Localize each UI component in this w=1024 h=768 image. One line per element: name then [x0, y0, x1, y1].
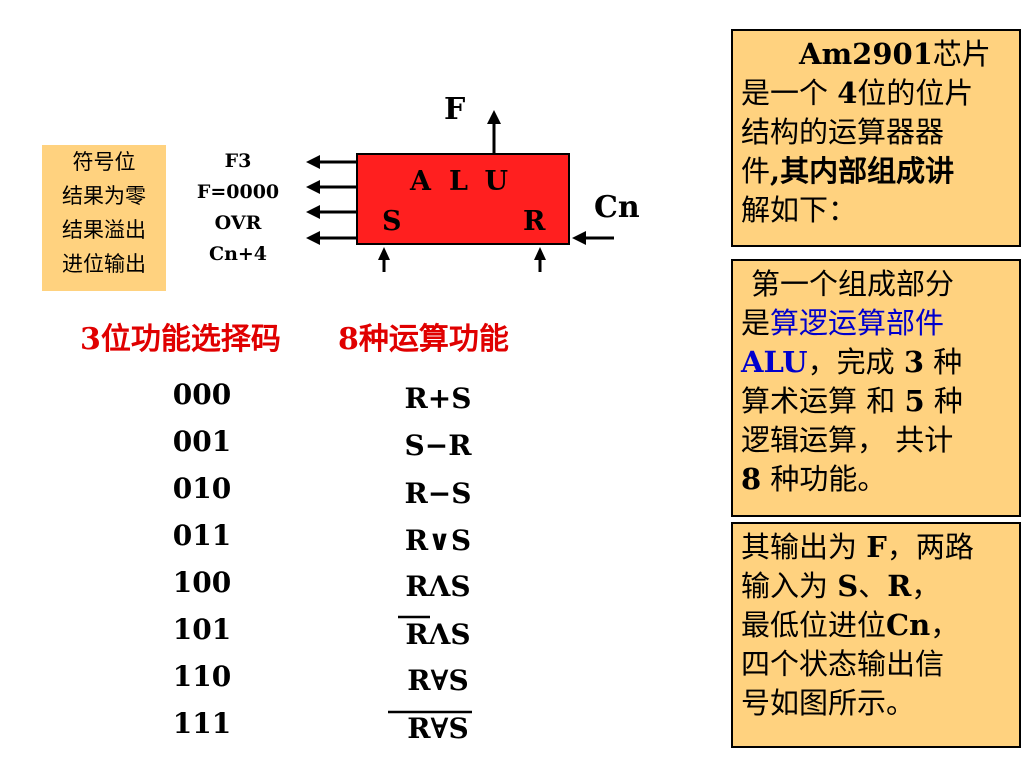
note1-line4b: ,其内部组成讲	[770, 154, 955, 188]
arrow-s-input-head	[378, 247, 390, 260]
arrow-r-input-head	[534, 247, 546, 260]
note2-l5: 逻辑运算， 共计	[741, 423, 954, 457]
note1-line4a: 件	[741, 154, 771, 188]
code-111: 111	[172, 707, 232, 740]
note2-l2a: 是	[741, 306, 771, 340]
note-io-description: 其输出为 F，两路 输入为 S、R， 最低位进位Cn， 四个状态输出信 号如图所…	[731, 522, 1021, 748]
func-r-plus-s: R+S	[404, 382, 472, 415]
note2-l3d: 种	[924, 345, 963, 379]
alu-carry-in-label: Cn	[594, 190, 640, 225]
func-r-xor-s: R∀S	[407, 664, 469, 697]
arrow-ovr-head	[306, 205, 320, 219]
func-not-r-and-s: RΛS	[405, 618, 471, 651]
note3-l3b: Cn	[886, 608, 931, 642]
func-s-minus-r: S−R	[404, 429, 472, 462]
code-110: 110	[172, 660, 232, 693]
note2-l2b: 算逻运算部件	[770, 306, 945, 340]
note3-l2a: 输入为	[741, 569, 838, 603]
status-label-overflow: 结果溢出	[62, 218, 146, 242]
signal-f3: F3	[224, 150, 252, 172]
alu-input-s-label: S	[382, 206, 402, 237]
signal-ovr: OVR	[214, 212, 262, 234]
heading-operations: 8种运算功能	[338, 322, 509, 357]
func-r-minus-s: R−S	[404, 477, 472, 510]
func-r-and-s: RΛS	[405, 570, 471, 603]
note2-l4c: 种	[924, 384, 963, 418]
func-r-xnor-s: R∀S	[407, 712, 469, 745]
code-000: 000	[172, 378, 232, 411]
note1-bits: 4	[837, 76, 858, 110]
arrow-fzero-head	[306, 180, 320, 194]
code-100: 100	[172, 566, 232, 599]
status-labels-box: 符号位 结果为零 结果溢出 进位输出	[42, 145, 166, 291]
alu-block	[356, 153, 570, 245]
alu-input-r-label: R	[523, 206, 546, 237]
note2-l4b: 5	[904, 384, 925, 418]
note-alu-description: 第一个组成部分 是算逻运算部件 ALU，完成 3 种 算术运算 和 5 种 逻辑…	[731, 259, 1021, 517]
note3-l2b: S	[837, 569, 859, 603]
status-label-sign: 符号位	[72, 150, 136, 174]
code-010: 010	[172, 472, 232, 505]
code-011: 011	[172, 519, 232, 552]
note2-l3c: 3	[903, 345, 925, 379]
note3-l2e: ，	[911, 569, 941, 603]
note2-l1: 第一个组成部分	[751, 267, 955, 301]
arrow-f3-head	[306, 155, 320, 169]
note2-l6b: 种功能。	[761, 462, 887, 496]
note3-l4: 四个状态输出信	[741, 647, 945, 681]
signal-cn4: Cn+4	[208, 243, 268, 265]
arrow-cn-input-head	[572, 231, 586, 245]
note1-line5: 解如下：	[741, 193, 858, 227]
code-101: 101	[172, 613, 232, 646]
note3-l5: 号如图所示。	[741, 686, 916, 720]
note3-l3c: ，	[930, 608, 960, 642]
note1-line2b: 位的位片	[857, 76, 974, 110]
code-001: 001	[172, 425, 232, 458]
note2-l6a: 8	[741, 462, 762, 496]
note2-l3a: ALU	[741, 345, 808, 379]
heading-function-codes: 3位功能选择码	[80, 322, 281, 357]
alu-output-f-label: F	[444, 92, 466, 127]
note3-l2c: 、	[858, 569, 888, 603]
func-r-or-s: R∨S	[404, 524, 472, 557]
status-label-zero: 结果为零	[62, 184, 146, 208]
note3-l3a: 最低位进位	[741, 608, 887, 642]
arrow-cn4-head	[306, 231, 320, 245]
note2-l4a: 算术运算 和	[741, 384, 905, 418]
note1-chip-suffix: 芯片	[932, 37, 991, 71]
alu-title: ALU	[410, 166, 527, 197]
note3-l2d: R	[887, 569, 912, 603]
signal-f-zero: F=0000	[196, 181, 280, 203]
note3-l1b: F	[866, 530, 887, 564]
arrow-f-output-head	[487, 110, 501, 124]
note2-l3b: ，完成	[807, 345, 904, 379]
status-label-carry: 进位输出	[62, 252, 146, 276]
note-chip-intro: Am2901芯片 是一个 4位的位片 结构的运算器器 件,其内部组成讲 解如下：	[731, 29, 1021, 247]
note3-l1a: 其输出为	[741, 530, 867, 564]
note3-l1c: ，两路	[886, 530, 974, 564]
note1-chip: Am2901	[799, 37, 933, 71]
note1-line2a: 是一个	[741, 76, 838, 110]
note1-line3: 结构的运算器器	[741, 115, 945, 149]
